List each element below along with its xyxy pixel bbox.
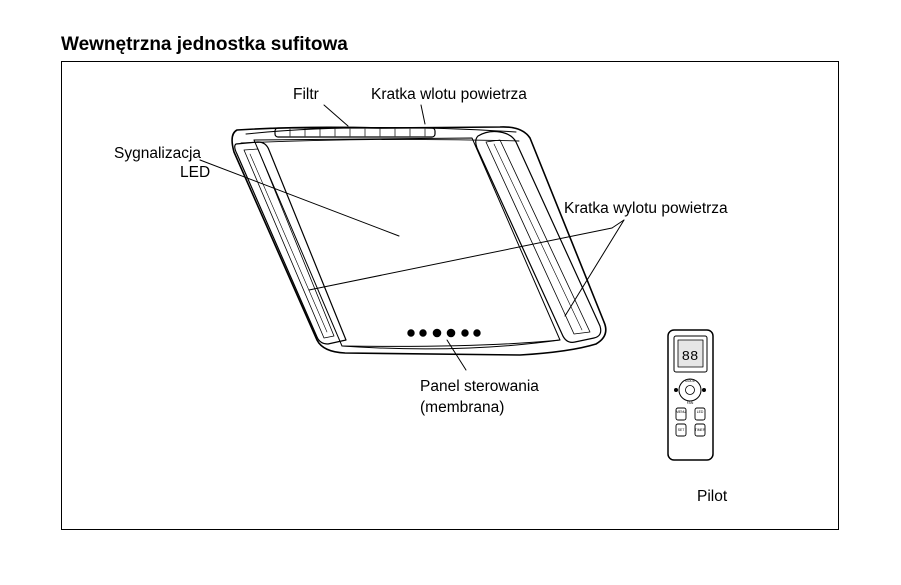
page-title: Wewnętrzna jednostka sufitowa (61, 34, 348, 55)
control-panel-buttons (407, 328, 481, 338)
bottom-edge (341, 339, 561, 350)
label-filter: Filtr (293, 86, 319, 103)
top-rim (240, 138, 520, 144)
remote-led-label: LED (697, 410, 704, 414)
remote-timer-label: TIMER (695, 428, 706, 432)
label-led-line2: LED (180, 164, 211, 181)
remote-control: 88 MODE FAN MENU LED SET TIMER (667, 329, 714, 461)
remote-mode-label: MODE (685, 379, 696, 383)
remote-set-label: SET (678, 428, 685, 432)
leader-lines (199, 104, 625, 371)
remote-fan-label: FAN (687, 401, 694, 405)
label-air-outlet-grille: Kratka wylotu powietrza (564, 200, 728, 217)
label-control-panel-line2: (membrana) (420, 399, 505, 416)
label-control-panel-line1: Panel sterowania (420, 378, 539, 395)
remote-menu-label: MENU (676, 410, 687, 414)
inlet-grille (274, 127, 436, 138)
label-led-line1: Sygnalizacja (114, 145, 202, 162)
left-outlet-grille (234, 141, 347, 345)
label-air-inlet-grille: Kratka wlotu powietrza (371, 86, 527, 103)
label-remote: Pilot (697, 488, 728, 505)
svg-text:88: 88 (682, 349, 699, 365)
diagram-frame (61, 61, 839, 530)
right-outlet-grille (475, 130, 602, 343)
